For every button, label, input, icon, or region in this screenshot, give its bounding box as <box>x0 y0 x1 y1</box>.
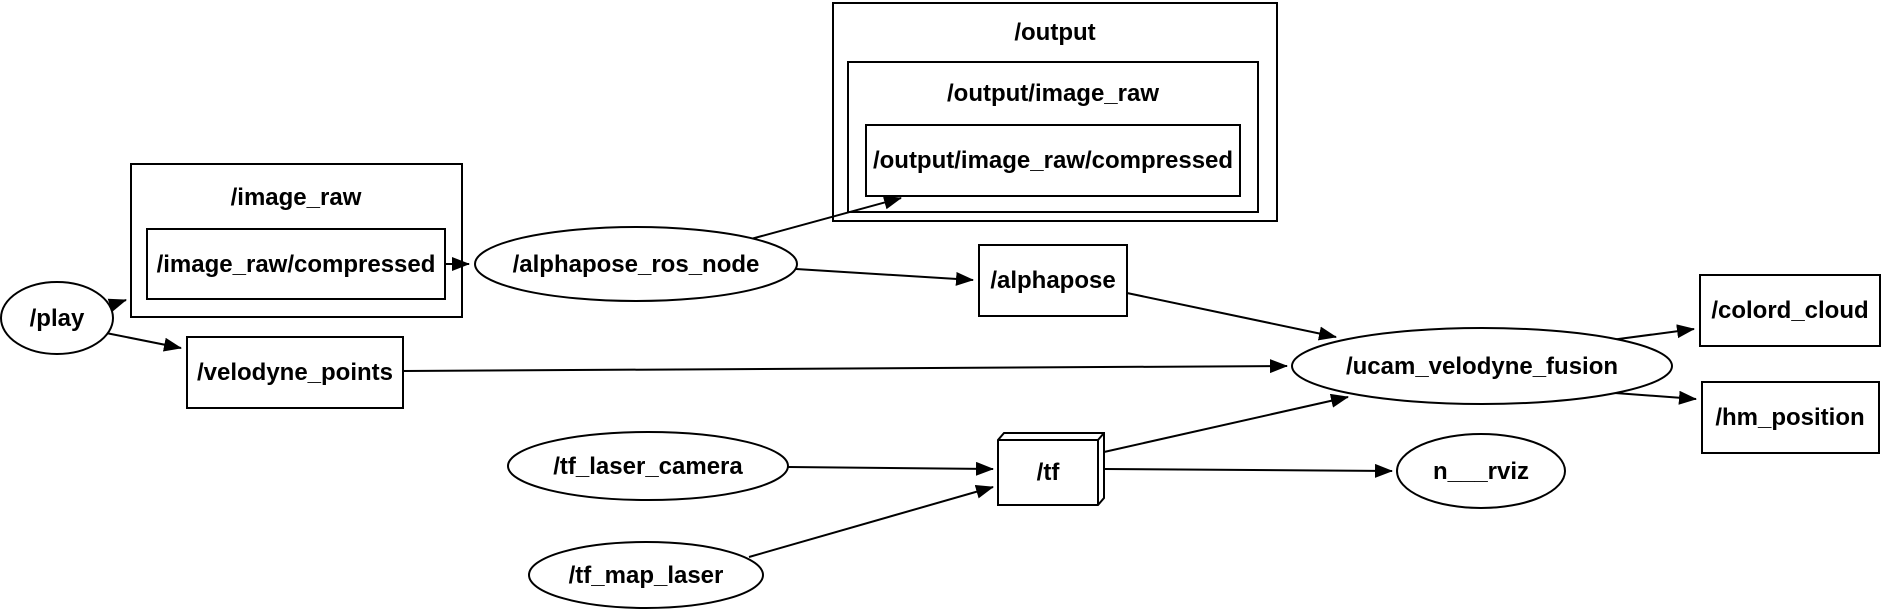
node-rviz-ellipse <box>1396 433 1566 509</box>
edge-ucam-velodyne-fusion-to-hm-position <box>1614 390 1697 405</box>
topic-colord-cloud-box <box>1699 274 1881 347</box>
edge-play-to-velodyne-points <box>100 331 182 352</box>
topic-colord-cloud-label: /colord_cloud <box>1711 297 1868 324</box>
edge-play-to-image-raw <box>107 298 127 313</box>
topic-image-raw-compressed-label: /image_raw/compressed <box>157 251 436 278</box>
node-alphapose-ros-node-label: /alphapose_ros_node <box>513 251 760 278</box>
topic-velodyne-points-label: /velodyne_points <box>197 359 393 386</box>
namespace-image-raw-box <box>130 163 463 318</box>
node-tf-laser-camera-label: /tf_laser_camera <box>553 453 743 480</box>
node-play-ellipse <box>0 281 114 355</box>
node-tf-laser-camera-ellipse <box>507 431 789 501</box>
namespace-output-image-raw-box <box>847 61 1259 213</box>
node-tf-map-laser-ellipse <box>528 541 764 609</box>
node-ucam-velodyne-fusion-label: /ucam_velodyne_fusion <box>1346 353 1618 380</box>
edge-alphapose-to-ucam-velodyne-fusion <box>1126 292 1337 341</box>
namespace-output-label: /output <box>1014 19 1095 46</box>
node-tf-map-laser-label: /tf_map_laser <box>569 562 724 589</box>
topic-output-image-raw-compressed-box <box>865 124 1241 197</box>
tf-box3d-corner-edge <box>1097 432 1105 441</box>
edge-velodyne-points-to-ucam-velodyne-fusion <box>402 359 1288 374</box>
edge-alphapose-ros-node-to-alphapose <box>795 268 974 286</box>
node-play-label: /play <box>30 305 85 332</box>
edge-tf-to-rviz <box>1103 463 1393 478</box>
node-ucam-velodyne-fusion-ellipse <box>1291 327 1673 405</box>
node-alphapose-ros-node-ellipse <box>474 226 798 302</box>
topic-hm-position-box <box>1701 381 1880 454</box>
topic-hm-position-label: /hm_position <box>1715 404 1864 431</box>
topic-tf-box3d <box>997 432 1105 506</box>
topic-tf-label: /tf <box>1037 459 1061 486</box>
topic-velodyne-points-box <box>186 336 404 409</box>
edge-tf-to-ucam-velodyne-fusion <box>1103 393 1349 453</box>
edge-tf-map-laser-to-tf <box>748 484 994 558</box>
edge-tf-laser-camera-to-tf <box>787 461 994 476</box>
edge-ucam-velodyne-fusion-to-colord-cloud <box>1610 324 1695 341</box>
edge-alphapose-ros-node-to-output-image-raw-compressed <box>750 195 902 240</box>
namespace-image-raw-label: /image_raw <box>231 184 362 211</box>
topic-image-raw-compressed-box <box>146 228 446 300</box>
topic-alphapose-label: /alphapose <box>990 267 1115 294</box>
topic-output-image-raw-compressed-label: /output/image_raw/compressed <box>873 147 1233 174</box>
topic-alphapose-box <box>978 244 1128 317</box>
node-rviz-label: n___rviz <box>1433 458 1529 485</box>
namespace-output-box <box>832 2 1278 222</box>
namespace-output-image-raw-label: /output/image_raw <box>947 80 1159 107</box>
